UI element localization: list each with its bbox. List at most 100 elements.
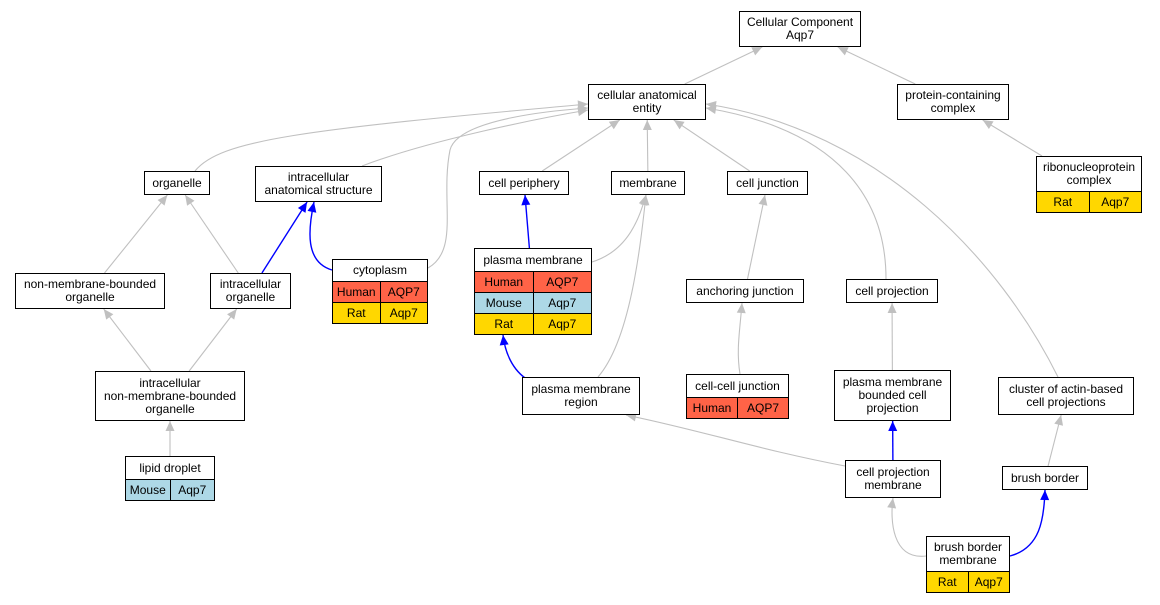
gene-cell: Aqp7 xyxy=(379,303,428,323)
is-a-edge-non-membrane-bounded-organelle-to-organelle xyxy=(104,194,168,274)
species-cell: Mouse xyxy=(129,482,166,497)
is-a-edge-organelle-to-cellular-anatomical-entity xyxy=(194,103,589,172)
node-intracellular-non-membrane-bounded-organelle[interactable]: intracellular non-membrane-bounded organ… xyxy=(95,371,245,421)
edge-arrowhead xyxy=(297,202,308,213)
node-intracellular-anatomical-structure[interactable]: intracellular anatomical structure xyxy=(255,166,382,202)
edge-arrowhead xyxy=(227,309,237,320)
node-membrane[interactable]: membrane xyxy=(611,171,685,195)
node-label: Cellular Component Aqp7 xyxy=(746,15,854,42)
edge-arrowhead xyxy=(982,120,994,130)
edge-arrowhead xyxy=(521,195,531,206)
is-a-edge-cell-junction-to-cellular-anatomical-entity xyxy=(673,119,750,172)
annotation-row: Mouse Aqp7 xyxy=(475,292,591,313)
is-a-edge-protein-containing-complex-to-cellular-component xyxy=(837,46,916,85)
node-label: anchoring junction xyxy=(696,283,794,298)
node-label: cellular anatomical entity xyxy=(597,88,697,115)
species-cell: Human xyxy=(692,400,732,415)
is-a-edge-intracellular-anatomical-structure-to-cellular-anatomical-entity xyxy=(361,109,589,167)
edge-arrowhead xyxy=(640,195,650,206)
node-label: plasma membrane region xyxy=(531,382,631,409)
node-label: intracellular anatomical structure xyxy=(264,170,373,197)
node-cellular-component[interactable]: Cellular Component Aqp7 xyxy=(739,11,861,47)
species-cell: Human xyxy=(484,274,524,289)
is-a-edge-anchoring-junction-to-cell-junction xyxy=(746,194,766,280)
gene-cell: AQP7 xyxy=(532,272,592,292)
node-cell-junction[interactable]: cell junction xyxy=(727,171,808,195)
node-cell-projection[interactable]: cell projection xyxy=(846,279,938,303)
node-label: intracellular non-membrane-bounded organ… xyxy=(103,375,237,416)
node-label: cell projection membrane xyxy=(856,465,930,492)
node-cellular-anatomical-entity[interactable]: cellular anatomical entity xyxy=(588,84,706,120)
is-a-edge-intracellular-non-membrane-bounded-organelle-to-intracellular-organelle xyxy=(188,308,238,372)
node-label: brush border membrane xyxy=(933,540,1003,567)
node-protein-containing-complex[interactable]: protein-containing complex xyxy=(897,84,1009,120)
node-label: cell periphery xyxy=(488,175,560,190)
part-of-edge-brush-border-membrane-to-brush-border xyxy=(1009,489,1046,557)
gene-cell: AQP7 xyxy=(737,398,788,418)
part-of-edge-cytoplasm-to-intracellular-anatomical-structure xyxy=(309,201,333,271)
species-cell: Mouse xyxy=(485,295,522,310)
species-cell: Human xyxy=(336,284,376,299)
species-cell: Rat xyxy=(1053,194,1073,209)
annotation-row: Rat Aqp7 xyxy=(927,571,1009,592)
node-label: cell junction xyxy=(736,175,799,190)
node-label: cluster of actin-based cell projections xyxy=(1008,382,1124,409)
edge-arrowhead xyxy=(888,421,898,432)
gene-cell: AQP7 xyxy=(379,282,428,302)
annotation-row: Rat Aqp7 xyxy=(333,302,427,323)
node-cluster-of-actin-based-cell-projections[interactable]: cluster of actin-based cell projections xyxy=(998,377,1134,415)
edge-arrowhead xyxy=(887,303,897,314)
edge-arrowhead xyxy=(887,498,897,509)
is-a-edge-plasma-membrane-to-membrane xyxy=(591,194,647,263)
species-cell: Rat xyxy=(346,305,366,320)
node-label: cell-cell junction xyxy=(695,378,780,393)
annotation-row: Human AQP7 xyxy=(475,271,591,292)
gene-cell: Aqp7 xyxy=(1088,192,1142,212)
edge-arrowhead xyxy=(837,47,849,56)
edge-arrowhead xyxy=(673,120,685,130)
edge-arrowhead xyxy=(642,120,652,131)
edge-arrowhead xyxy=(307,202,317,213)
node-brush-border[interactable]: brush border xyxy=(1002,466,1088,490)
is-a-edge-cytoplasm-to-cellular-anatomical-entity xyxy=(427,107,589,269)
edge-arrowhead xyxy=(758,195,768,206)
edge-arrowhead xyxy=(706,101,717,110)
edge-arrowhead xyxy=(736,303,746,314)
node-organelle[interactable]: organelle xyxy=(144,171,210,195)
part-of-edge-intracellular-organelle-to-intracellular-anatomical-structure xyxy=(261,201,308,274)
node-label: plasma membrane bounded cell projection xyxy=(842,375,943,415)
gene-cell: Aqp7 xyxy=(532,293,592,313)
node-anchoring-junction[interactable]: anchoring junction xyxy=(686,279,804,303)
edge-arrowhead xyxy=(608,120,620,130)
is-a-edge-cluster-of-actin-based-cell-projections-to-cellular-anatomical-entity xyxy=(705,103,1059,378)
node-plasma-membrane-bounded-cell-projection[interactable]: plasma membrane bounded cell projection xyxy=(834,370,951,421)
node-cell-projection-membrane[interactable]: cell projection membrane xyxy=(845,460,941,498)
is-a-edge-cell-periphery-to-cellular-anatomical-entity xyxy=(541,119,620,172)
edge-arrowhead xyxy=(1040,490,1050,501)
node-label: brush border xyxy=(1010,470,1080,485)
gene-cell: Aqp7 xyxy=(532,314,592,334)
is-a-edge-intracellular-non-membrane-bounded-organelle-to-non-membrane-bounded-organelle xyxy=(103,308,152,372)
species-cell: Rat xyxy=(937,574,957,589)
node-non-membrane-bounded-organelle[interactable]: non-membrane-bounded organelle xyxy=(15,273,165,309)
node-cell-periphery[interactable]: cell periphery xyxy=(479,171,569,195)
is-a-edge-ribonucleoprotein-complex-to-protein-containing-complex xyxy=(982,119,1043,157)
is-a-edge-cell-cell-junction-to-anchoring-junction xyxy=(737,302,743,375)
node-label: ribonucleoprotein complex xyxy=(1042,160,1136,187)
gene-cell: Aqp7 xyxy=(967,572,1010,592)
node-intracellular-organelle[interactable]: intracellular organelle xyxy=(210,273,291,309)
node-label: lipid droplet xyxy=(139,460,201,475)
is-a-edge-plasma-membrane-region-to-membrane xyxy=(597,194,647,378)
node-plasma-membrane-region[interactable]: plasma membrane region xyxy=(522,377,640,415)
